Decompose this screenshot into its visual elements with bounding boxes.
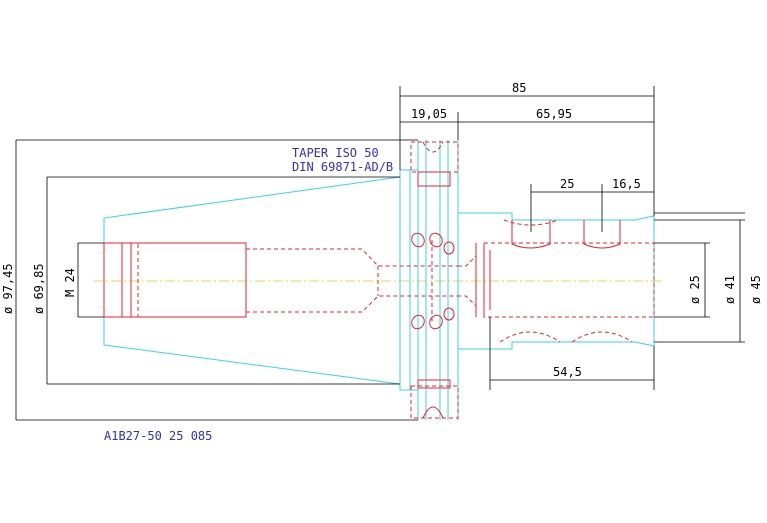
internal-bore bbox=[103, 242, 655, 318]
dim-overall-length: 85 bbox=[512, 81, 526, 95]
dim-flange-diameter: ø 97,45 bbox=[1, 263, 15, 314]
part-number: A1B27-50 25 085 bbox=[104, 429, 212, 443]
clamp-grooves bbox=[499, 219, 633, 343]
dim-groove-offset: 16,5 bbox=[612, 177, 641, 191]
shank bbox=[457, 212, 655, 350]
dim-bore-depth: 54,5 bbox=[553, 365, 582, 379]
flange bbox=[399, 140, 459, 420]
dim-groove-spacing: 25 bbox=[560, 177, 574, 191]
dim-shank-inner-diameter: ø 41 bbox=[723, 275, 737, 304]
dim-flange-length: 19,05 bbox=[411, 107, 447, 121]
taper-note-line2: DIN 69871-AD/B bbox=[292, 160, 393, 174]
dim-shank-length: 65,95 bbox=[536, 107, 572, 121]
taper-note-line1: TAPER ISO 50 bbox=[292, 146, 379, 160]
dim-shank-outer-diameter: ø 45 bbox=[749, 275, 763, 304]
drive-pin-bottom bbox=[411, 307, 455, 330]
dim-thread: M 24 bbox=[63, 268, 77, 297]
dim-taper-diameter: ø 69,85 bbox=[32, 263, 46, 314]
drive-pin-top bbox=[411, 232, 455, 255]
dim-bore-diameter: ø 25 bbox=[688, 275, 702, 304]
dimension-lines bbox=[15, 86, 745, 421]
